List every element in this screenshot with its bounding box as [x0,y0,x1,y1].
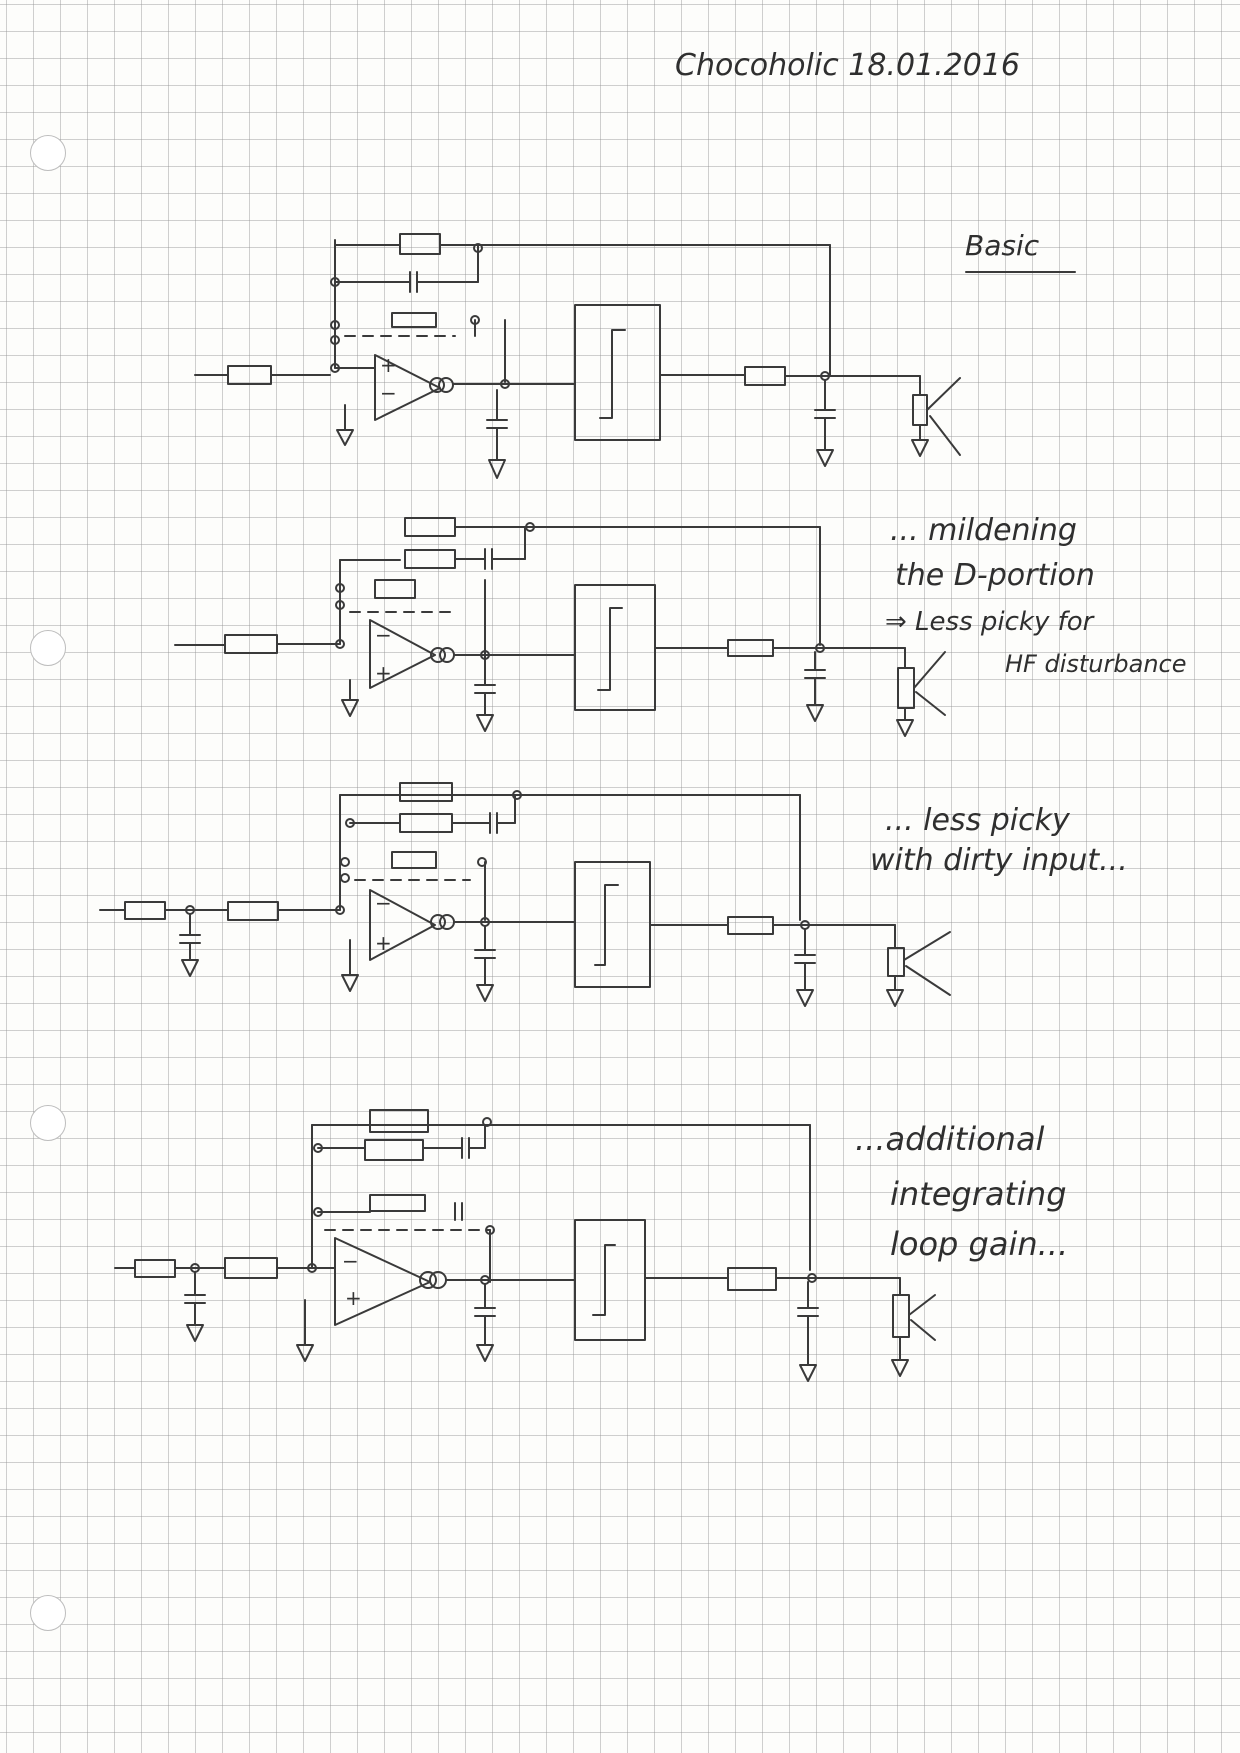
feedback-resistor [404,517,456,537]
input-resistor [227,901,279,921]
ground-symbol [886,989,904,1007]
punch-hole [30,630,66,666]
circuit-basic: Basic − + [194,229,1076,479]
note-line: loop gain... [890,1225,1068,1263]
feedback-resistor [404,549,456,569]
feedback-resistor [391,312,437,328]
note-line: the D-portion [895,558,1095,593]
output-resistor [744,366,786,386]
input-resistor [124,901,166,920]
ground-symbol [488,459,506,479]
potentiometer [887,947,905,977]
opamp-plus: + [345,1286,362,1310]
output-resistor [727,639,774,657]
opamp-minus: − [342,1249,359,1273]
opamp [374,354,441,421]
punch-hole [30,1105,66,1141]
ground-symbol [896,719,914,737]
note-line: ...additional [855,1120,1045,1158]
note-line: integrating [890,1175,1067,1213]
opamp [369,889,436,961]
opamp-minus: − [375,891,392,915]
feedback-resistor [369,1194,426,1212]
opamp-plus: + [380,353,397,377]
potentiometer [912,394,928,426]
potentiometer [892,1294,910,1338]
output-resistor [727,1267,777,1291]
ground-symbol [186,1324,204,1342]
ground-symbol [891,1359,909,1377]
comparator-block [574,861,651,988]
feedback-resistor [364,1139,424,1161]
opamp-plus: + [375,931,392,955]
feedback-resistor [399,782,453,802]
input-resistor [227,365,272,385]
note-line: with dirty input... [870,843,1128,878]
output-resistor [727,916,774,935]
punch-hole [30,135,66,171]
ground-symbol [806,704,824,722]
ground-symbol [911,439,929,457]
feedback-resistor [399,813,453,833]
feedback-resistor [374,579,416,599]
ground-symbol [476,984,494,1002]
ground-symbol [296,1344,314,1362]
page-title: Chocoholic 18.01.2016 [675,48,1020,83]
ground-symbol [336,429,354,446]
comparator-block [574,304,661,441]
ground-symbol [341,974,359,992]
opamp-plus: + [375,661,392,685]
feedback-resistor [391,851,437,869]
opamp [334,1237,431,1326]
input-resistor [134,1259,176,1278]
ground-symbol [341,699,359,717]
circuit-integrating: ...additional integrating loop gain... [114,1109,1068,1382]
comparator-block [574,584,656,711]
ground-symbol [181,959,199,977]
ground-symbol [816,449,834,467]
note-line: ... less picky [885,803,1071,838]
opamp-minus: − [375,623,392,647]
opamp [369,619,436,689]
input-resistor [224,634,278,654]
ground-symbol [799,1364,817,1382]
feedback-resistor [369,1109,429,1133]
note-line: Basic [965,229,1040,262]
note-line: HF disturbance [1005,650,1187,678]
opamp-minus: − [380,381,397,405]
input-resistor [224,1257,278,1279]
ground-symbol [796,989,814,1007]
comparator-block [574,1219,646,1341]
note-line: ... mildening [890,513,1077,548]
punch-hole [30,1595,66,1631]
ground-symbol [476,1344,494,1362]
potentiometer [897,667,915,709]
ground-symbol [476,714,494,732]
circuit-dirty-input: ... less picky with dirty input... [99,782,1128,1007]
feedback-resistor [399,233,441,255]
note-line: ⇒ Less picky for [885,607,1096,637]
circuit-mildening: ... mildening the D-portion ⇒ Less picky… [174,513,1187,737]
